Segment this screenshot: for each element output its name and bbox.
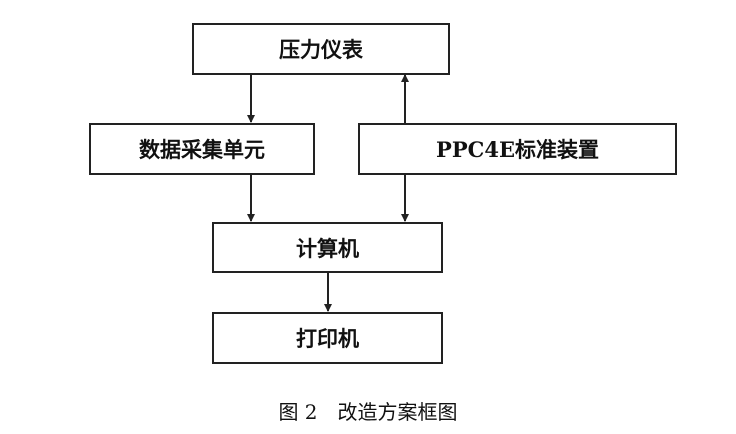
node-label: 打印机 <box>296 326 359 351</box>
node-ppc4e: PPC4E标准装置 <box>358 123 677 175</box>
node-label: 数据采集单元 <box>139 137 265 162</box>
node-label: 压力仪表 <box>279 37 363 62</box>
node-pressure-gauge: 压力仪表 <box>192 23 450 75</box>
node-computer: 计算机 <box>212 222 443 273</box>
node-printer: 打印机 <box>212 312 443 364</box>
node-data-acquisition: 数据采集单元 <box>89 123 315 175</box>
figure-title: 改造方案框图 <box>337 400 458 424</box>
node-label: PPC4E标准装置 <box>436 137 599 162</box>
figure-caption: 图 2 改造方案框图 <box>0 396 736 425</box>
node-label: 计算机 <box>296 235 359 261</box>
figure-number: 图 2 <box>278 400 318 424</box>
